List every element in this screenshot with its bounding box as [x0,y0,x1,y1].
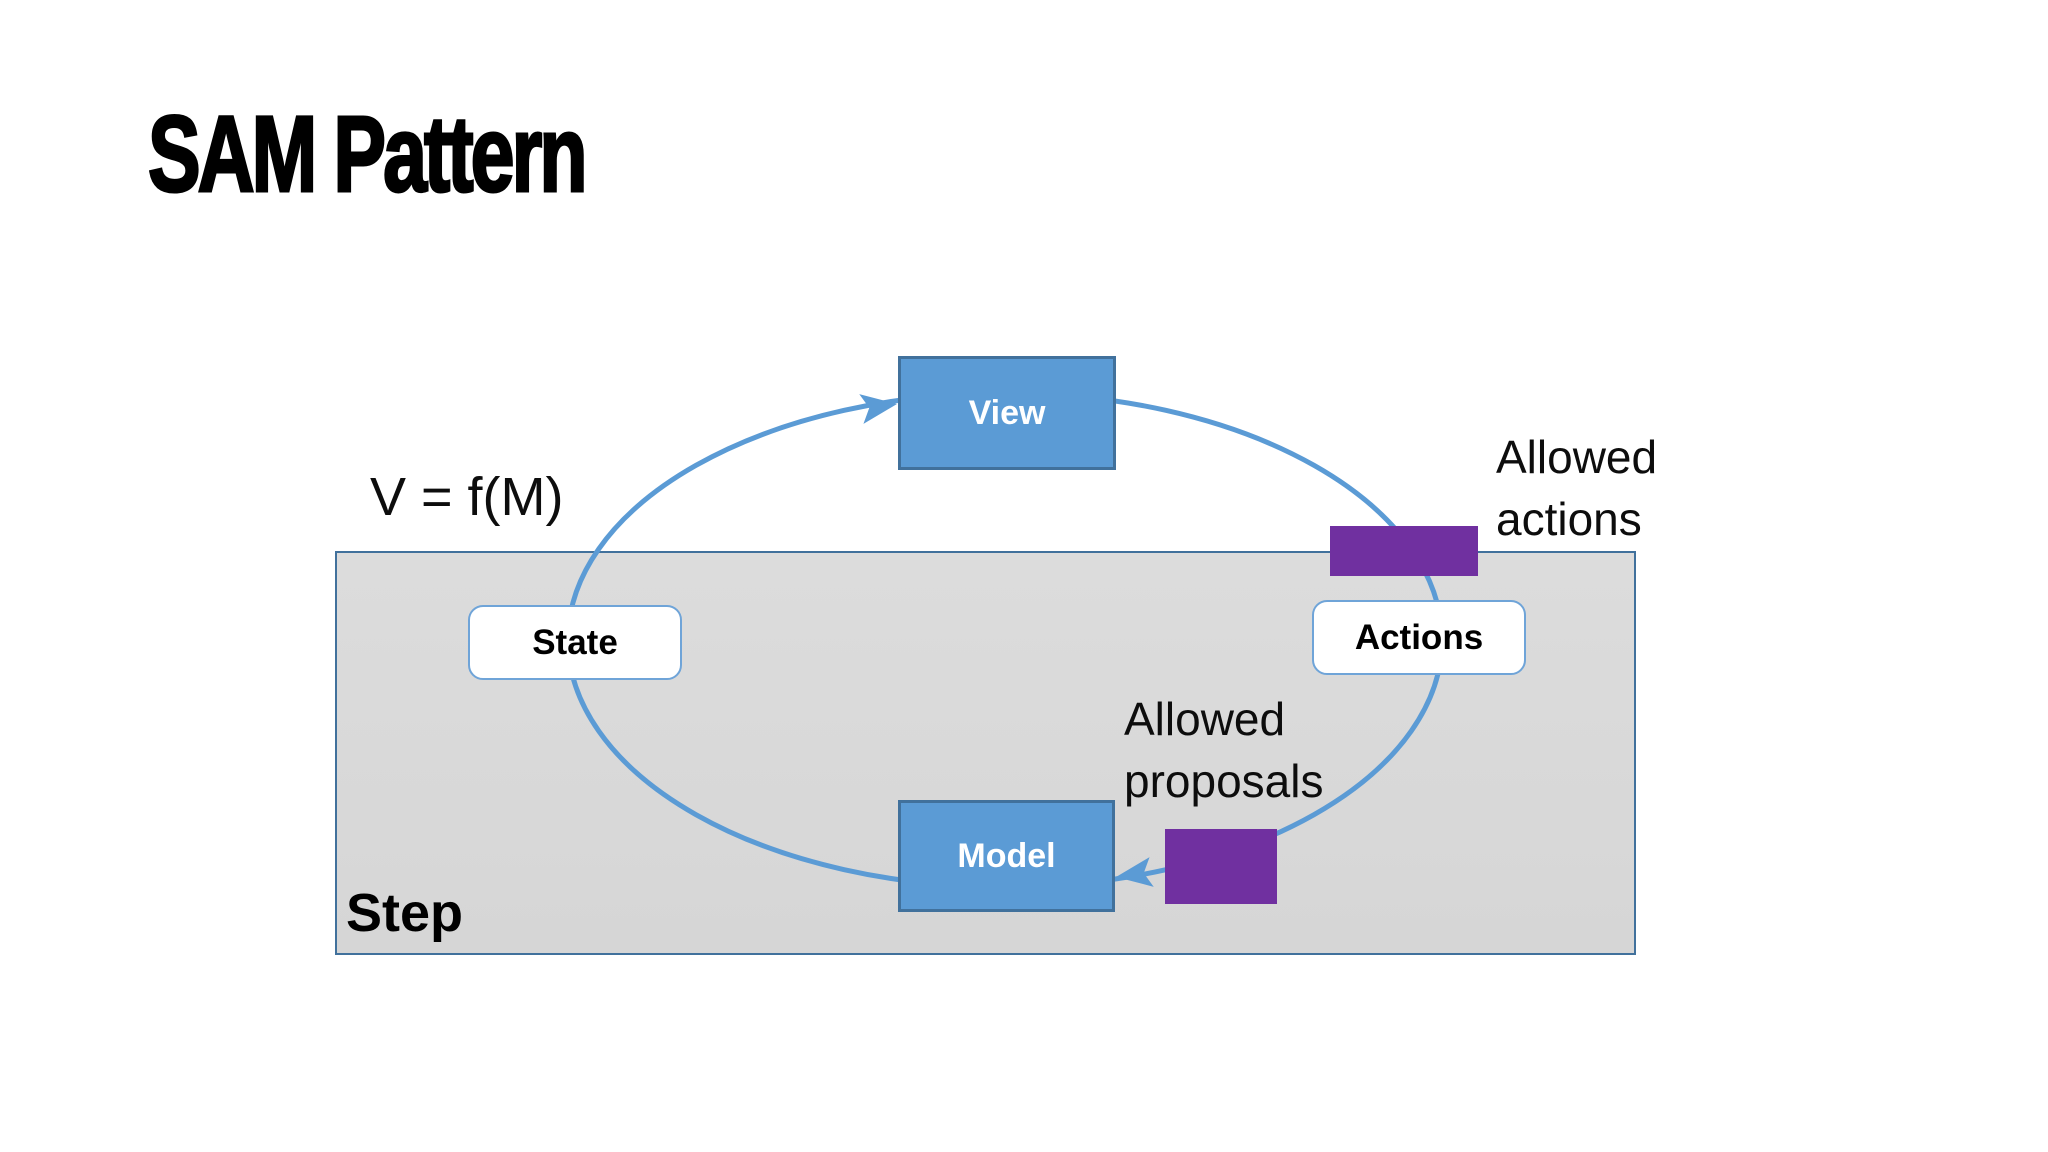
formula-label: V = f(M) [370,467,564,527]
allowed-actions-marker [1330,526,1478,576]
node-state-label: State [532,622,618,662]
node-actions: Actions [1312,600,1526,675]
node-view: View [898,356,1116,470]
allowed-proposals-line1: Allowed [1124,693,1286,745]
allowed-actions-annotation: Allowed actions [1496,426,1657,550]
arrow-into-model-icon [1116,857,1154,887]
step-label: Step [346,883,464,943]
page-title: SAM Pattern [147,93,589,214]
node-state: State [468,605,682,680]
allowed-proposals-marker [1165,829,1277,904]
node-actions-label: Actions [1354,617,1484,657]
allowed-actions-line2: actions [1496,493,1642,545]
allowed-proposals-line2: proposals [1124,755,1324,807]
node-model-label: Model [957,836,1056,875]
allowed-proposals-annotation: Allowed proposals [1124,688,1323,812]
allowed-actions-line1: Allowed [1496,431,1658,483]
node-view-label: View [968,393,1046,432]
arrow-into-view-icon [859,394,897,424]
node-model: Model [898,800,1115,912]
